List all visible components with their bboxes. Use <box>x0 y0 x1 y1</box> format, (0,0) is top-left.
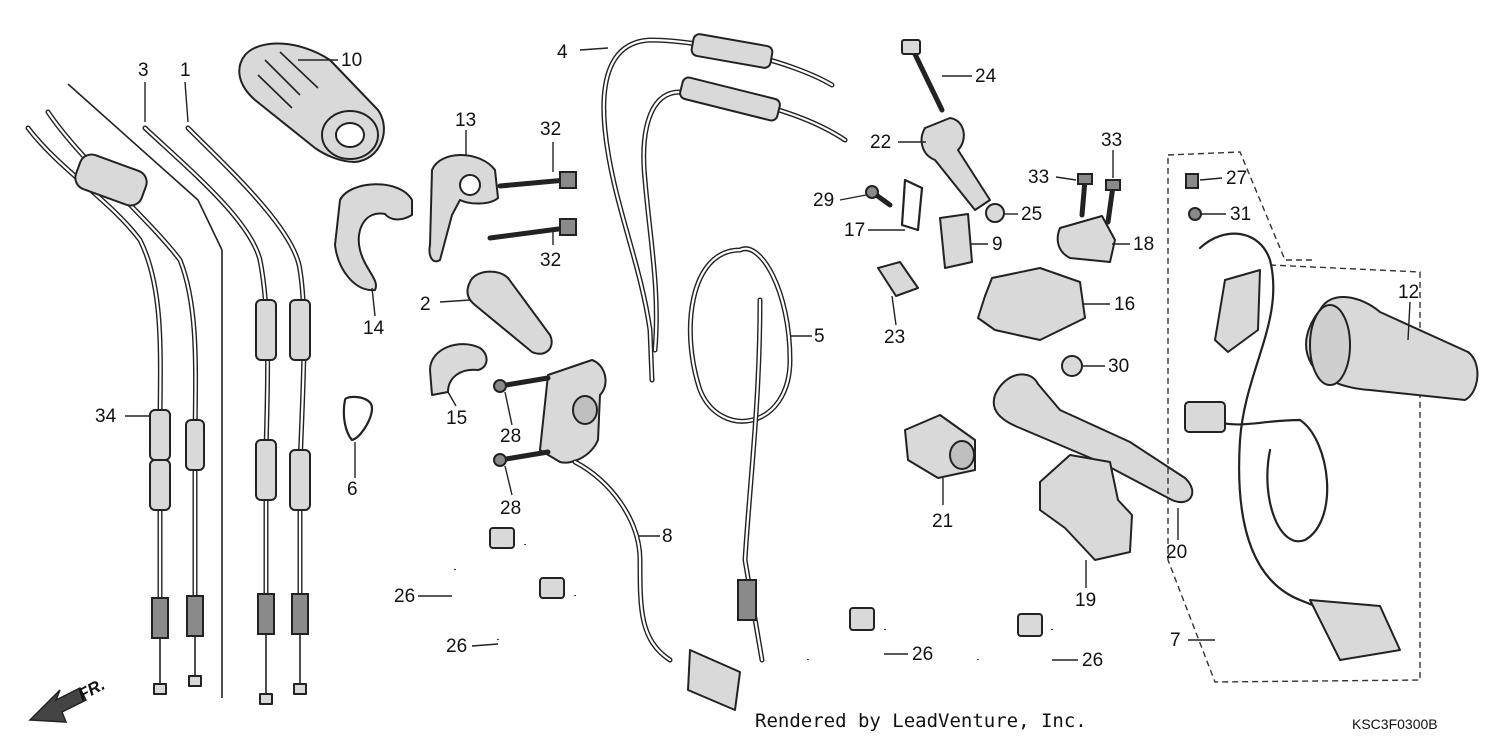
cable-boot[interactable] <box>466 270 553 355</box>
nut-30[interactable] <box>1061 355 1083 377</box>
clutch-cable[interactable] <box>687 246 793 663</box>
callout-28-b: 28 <box>500 498 521 519</box>
callout-13: 13 <box>455 110 476 131</box>
cap[interactable] <box>429 343 488 396</box>
callout-2: 2 <box>420 294 431 315</box>
callout-18: 18 <box>1133 234 1154 255</box>
bolt-32-lower[interactable] <box>487 218 577 241</box>
callout-19: 19 <box>1075 590 1096 611</box>
clutch-lever-20[interactable] <box>992 373 1194 503</box>
switch-kit-7[interactable] <box>1167 151 1421 683</box>
cable-clamp[interactable] <box>342 395 374 442</box>
callout-33-a: 33 <box>1028 167 1049 188</box>
switch-9[interactable] <box>939 213 973 269</box>
callout-7: 7 <box>1170 630 1181 651</box>
callout-6: 6 <box>347 479 358 500</box>
callout-26-c: 26 <box>912 644 933 665</box>
band-26-d[interactable] <box>976 613 1054 689</box>
callout-4: 4 <box>557 42 568 63</box>
diagram-code: KSC3F0300B <box>1352 716 1438 732</box>
bolt-33-a[interactable] <box>1077 173 1093 218</box>
throttle-cable-bundle[interactable] <box>25 83 311 705</box>
bolt-33-b[interactable] <box>1105 179 1121 225</box>
bolt-32-upper[interactable] <box>497 171 577 189</box>
callout-27: 27 <box>1226 168 1247 189</box>
throttle-housing-lower[interactable] <box>334 183 413 292</box>
callout-30: 30 <box>1108 356 1129 377</box>
throttle-cable[interactable] <box>601 33 848 383</box>
callout-16: 16 <box>1114 294 1135 315</box>
callout-26-b: 26 <box>446 636 467 657</box>
bolt-24[interactable] <box>901 39 945 113</box>
holder-23[interactable] <box>877 261 919 297</box>
callout-32-b: 32 <box>540 250 561 271</box>
band-26-b[interactable] <box>496 577 577 661</box>
callout-22: 22 <box>870 132 891 153</box>
callout-15: 15 <box>446 408 467 429</box>
front-direction-arrow <box>28 686 88 723</box>
callout-26-a: 26 <box>394 586 415 607</box>
callout-26-d: 26 <box>1082 650 1103 671</box>
callout-29: 29 <box>813 190 834 211</box>
lever-holder-16[interactable] <box>977 267 1086 341</box>
callout-20: 20 <box>1166 542 1187 563</box>
callout-24: 24 <box>975 66 997 87</box>
band-26-c[interactable] <box>806 607 887 689</box>
switch-21[interactable] <box>904 414 976 479</box>
leader-lines <box>125 47 1411 661</box>
callout-9: 9 <box>992 234 1003 255</box>
throttle-housing-upper[interactable] <box>428 154 499 263</box>
callout-23: 23 <box>884 327 905 348</box>
render-credit: Rendered by LeadVenture, Inc. <box>755 710 1087 732</box>
nut-25[interactable] <box>985 203 1005 223</box>
grip-12[interactable] <box>1305 296 1479 401</box>
band-26-a[interactable] <box>453 527 527 607</box>
screw-28-upper[interactable] <box>493 375 551 393</box>
callout-32-a: 32 <box>540 119 561 140</box>
clamp-18[interactable] <box>1056 215 1116 263</box>
callout-5: 5 <box>814 326 825 347</box>
clip-17[interactable] <box>900 178 924 232</box>
throttle-grip[interactable] <box>238 42 385 163</box>
callout-33-b: 33 <box>1101 130 1122 151</box>
callout-31: 31 <box>1230 204 1251 225</box>
bolt-29[interactable] <box>865 185 893 208</box>
callout-labels: 1 2 3 4 5 6 7 8 9 10 12 13 14 15 16 17 1… <box>95 42 1419 671</box>
callout-10: 10 <box>341 50 362 71</box>
callout-14: 14 <box>363 318 385 339</box>
callout-28-a: 28 <box>500 426 521 447</box>
callout-17: 17 <box>844 220 865 241</box>
bolt-27[interactable] <box>1185 173 1199 189</box>
callout-21: 21 <box>932 511 953 532</box>
callout-8: 8 <box>662 526 673 547</box>
screw-28-lower[interactable] <box>493 449 551 467</box>
kill-switch[interactable] <box>539 359 741 711</box>
callout-3: 3 <box>138 60 149 81</box>
callout-34: 34 <box>95 406 117 427</box>
callout-12: 12 <box>1398 282 1419 303</box>
bracket-22[interactable] <box>920 117 991 211</box>
callout-25: 25 <box>1021 204 1042 225</box>
callout-1: 1 <box>180 60 191 81</box>
perch-19[interactable] <box>1039 454 1133 561</box>
nut-31[interactable] <box>1188 207 1202 221</box>
